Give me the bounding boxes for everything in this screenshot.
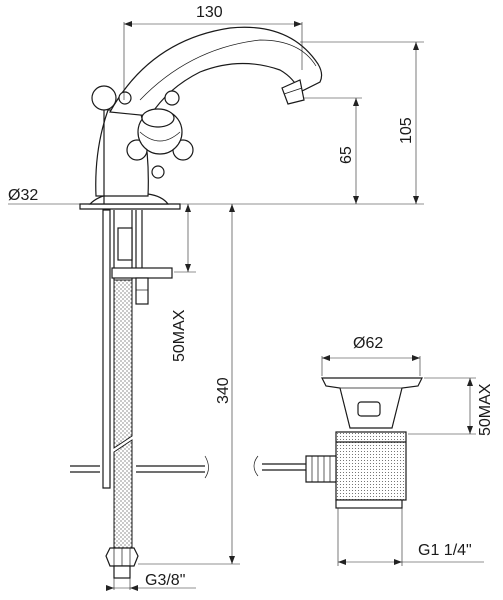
- dim-waste-diameter: Ø62: [353, 335, 383, 352]
- dim-spout-width: 130: [196, 4, 223, 21]
- handle-left: [91, 85, 132, 204]
- dim-supply-thread: G3/8": [145, 572, 185, 589]
- faucet-body: [79, 26, 323, 210]
- dim-waste-thread: G1 1/4": [418, 542, 472, 559]
- waste-assembly: [253, 377, 423, 509]
- dim-total-height: 105: [398, 117, 415, 144]
- supply-pipe: [70, 209, 209, 579]
- handle-right: [126, 90, 194, 179]
- dim-base-diameter: Ø32: [8, 187, 38, 204]
- dim-spout-height: 65: [338, 146, 355, 164]
- dim-supply-length: 340: [215, 377, 232, 404]
- dimension-lines: [8, 21, 484, 591]
- dim-max-thickness: 50MAX: [171, 309, 188, 362]
- dim-waste-max-thickness: 50MAX: [477, 383, 494, 436]
